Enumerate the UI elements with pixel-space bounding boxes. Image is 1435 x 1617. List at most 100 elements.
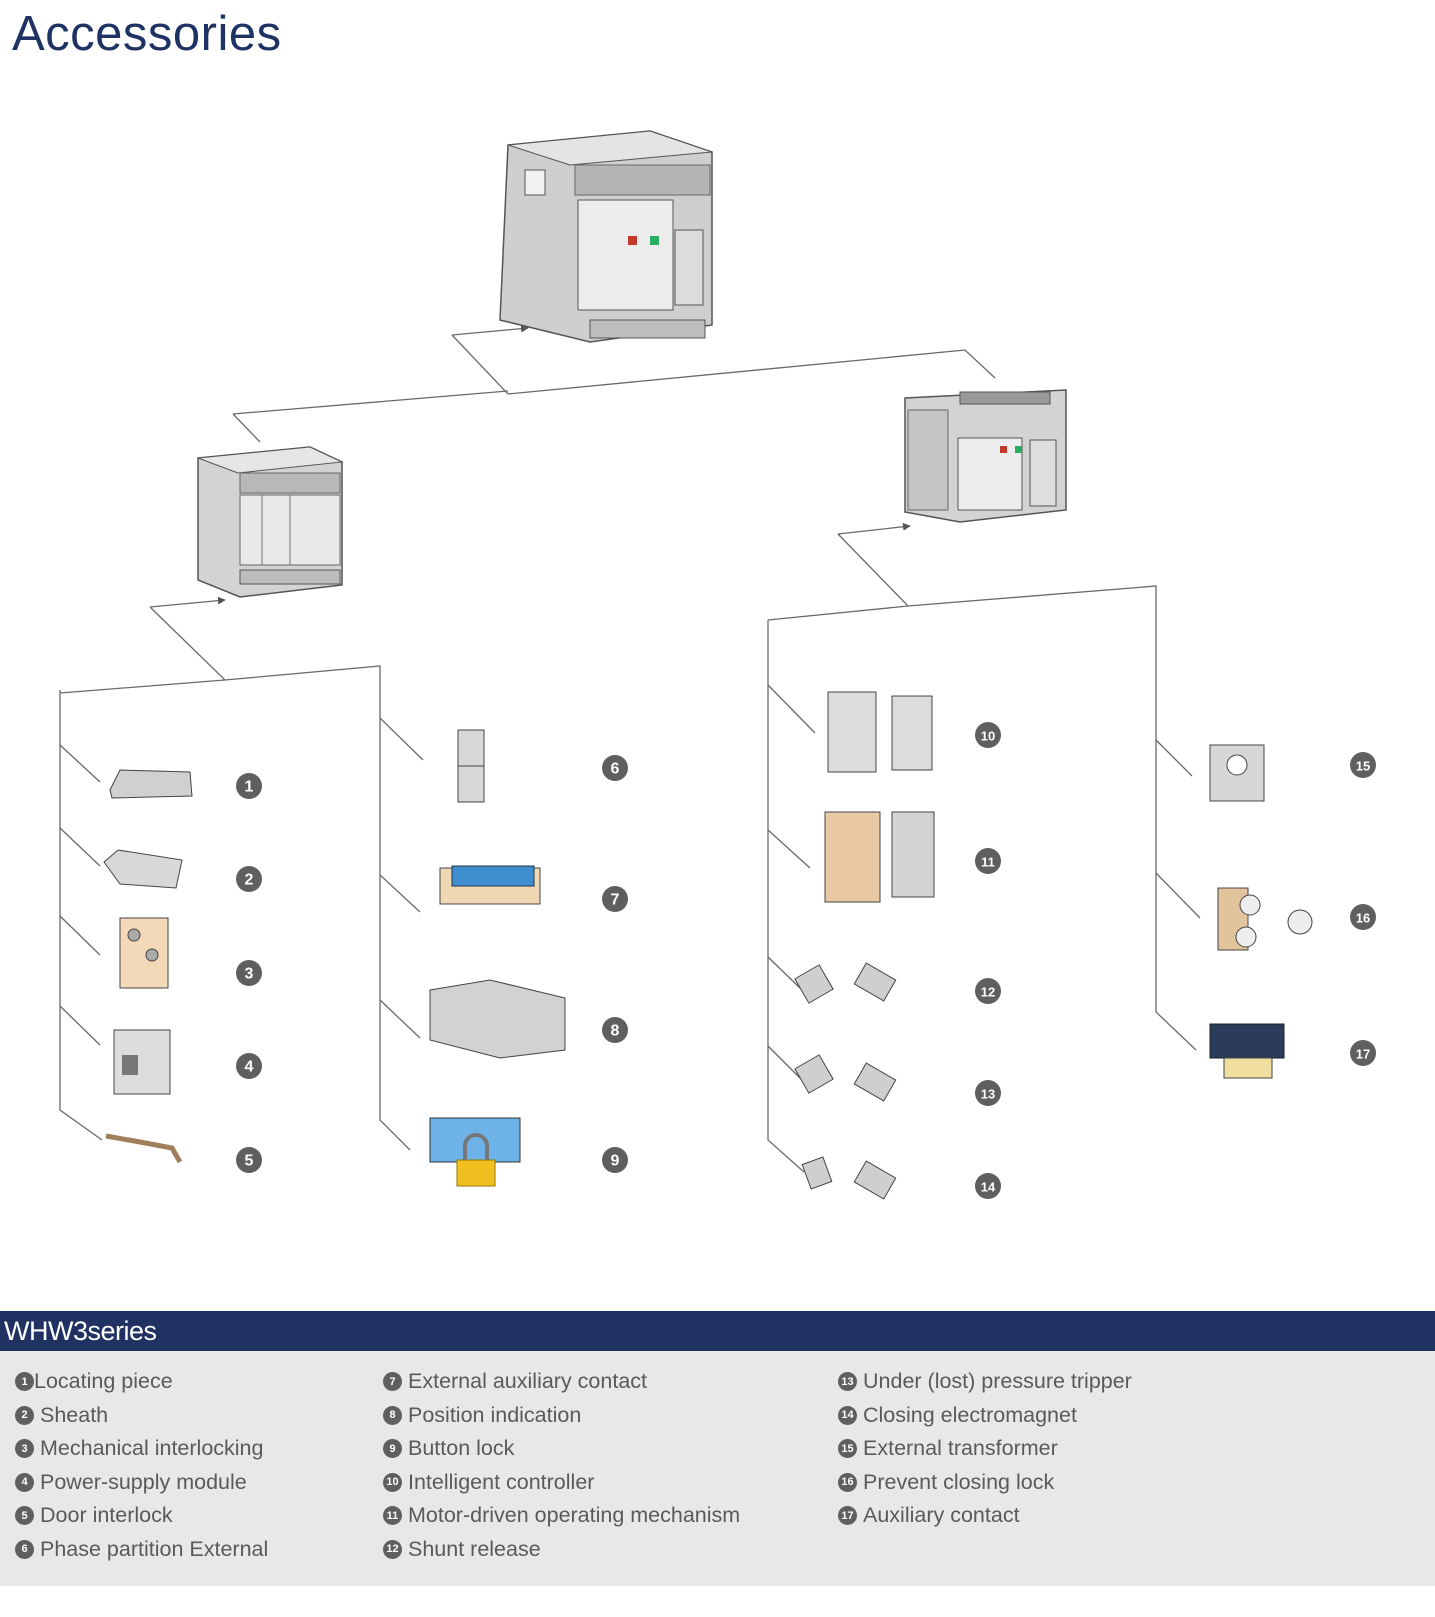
accessory-locating-piece-icon bbox=[109, 769, 193, 799]
legend-item: 4 Power-supply module bbox=[15, 1466, 268, 1500]
connector-lines bbox=[59, 324, 1201, 1173]
legend-number-badge: 6 bbox=[15, 1539, 34, 1559]
badge-number-6: 6 bbox=[611, 761, 620, 778]
badge-circle-2 bbox=[236, 866, 262, 892]
badge-circle-14 bbox=[975, 1173, 1001, 1199]
accessory-prevent-closing-lock-icon bbox=[1217, 887, 1313, 951]
accessory-mechanical-interlocking-icon bbox=[119, 917, 169, 989]
badge-number-1: 1 bbox=[245, 779, 254, 796]
legend-label: Auxiliary contact bbox=[863, 1503, 1020, 1528]
legend-item: 17 Auxiliary contact bbox=[838, 1499, 1132, 1533]
accessory-phase-partition-icon bbox=[457, 729, 485, 803]
legend-label: Mechanical interlocking bbox=[40, 1436, 264, 1461]
legend-item: 5 Door interlock bbox=[15, 1499, 268, 1533]
accessory-position-indication-icon bbox=[429, 979, 566, 1059]
legend-number-badge: 4 bbox=[15, 1472, 34, 1492]
accessory-external-transformer-icon bbox=[1209, 744, 1265, 802]
badge-circle-5 bbox=[236, 1147, 262, 1173]
legend-item: 9 Button lock bbox=[383, 1432, 740, 1466]
accessory-external-auxiliary-contact-icon bbox=[439, 865, 541, 905]
badge-number-14: 14 bbox=[981, 1180, 996, 1195]
accessory-intelligent-controller-icon bbox=[827, 691, 933, 773]
legend-label: Phase partition External bbox=[40, 1536, 269, 1561]
legend-label: Door interlock bbox=[40, 1503, 173, 1528]
badge-circle-1 bbox=[236, 773, 262, 799]
badge-number-10: 10 bbox=[981, 729, 995, 744]
legend-label: Button lock bbox=[408, 1436, 515, 1461]
badge-number-2: 2 bbox=[245, 872, 254, 889]
accessory-closing-electromagnet-icon bbox=[801, 1156, 897, 1200]
legend-label: Motor-driven operating mechanism bbox=[408, 1503, 741, 1528]
legend-label: Shunt release bbox=[408, 1536, 541, 1561]
badge-circle-16 bbox=[1350, 904, 1376, 930]
accessory-undervoltage-tripper-icon bbox=[794, 1054, 897, 1102]
badge-number-11: 11 bbox=[981, 855, 995, 870]
legend-label: Closing electromagnet bbox=[863, 1402, 1077, 1427]
legend-number-badge: 8 bbox=[383, 1405, 402, 1425]
legend-item: 10 Intelligent controller bbox=[383, 1466, 740, 1500]
series-banner-text: WHW3series bbox=[4, 1316, 157, 1346]
legend-number-badge: 17 bbox=[838, 1506, 857, 1526]
legend-label: Prevent closing lock bbox=[863, 1469, 1055, 1494]
legend-number-badge: 13 bbox=[838, 1372, 857, 1392]
badge-number-4: 4 bbox=[245, 1059, 254, 1076]
main-breaker-illustration bbox=[499, 130, 713, 343]
badge-number-7: 7 bbox=[611, 892, 620, 909]
legend-number-badge: 3 bbox=[15, 1439, 34, 1459]
legend-label: Intelligent controller bbox=[408, 1469, 595, 1494]
badge-circle-7 bbox=[602, 886, 628, 912]
badge-circle-8 bbox=[602, 1017, 628, 1043]
drawer-base-illustration bbox=[197, 446, 344, 598]
legend-number-badge: 5 bbox=[15, 1506, 34, 1526]
badge-circle-4 bbox=[236, 1053, 262, 1079]
accessory-door-interlock-icon bbox=[105, 1133, 183, 1164]
legend-number-badge: 2 bbox=[15, 1405, 34, 1425]
badge-number-9: 9 bbox=[611, 1153, 620, 1170]
badge-number-3: 3 bbox=[245, 966, 254, 983]
badge-circle-13 bbox=[975, 1080, 1001, 1106]
accessory-power-supply-module-icon bbox=[113, 1029, 171, 1095]
legend-item: 3 Mechanical interlocking bbox=[15, 1432, 268, 1466]
badge-number-5: 5 bbox=[245, 1153, 254, 1170]
legend-item: 15 External transformer bbox=[838, 1432, 1132, 1466]
badge-circle-3 bbox=[236, 960, 262, 986]
legend-item: 6 Phase partition External bbox=[15, 1533, 268, 1567]
legend-number-badge: 15 bbox=[838, 1439, 857, 1459]
legend-number-badge: 7 bbox=[383, 1372, 402, 1392]
badge-number-12: 12 bbox=[981, 985, 995, 1000]
accessory-sheath-icon bbox=[103, 849, 183, 889]
page-title: Accessories bbox=[12, 7, 282, 61]
breaker-body-illustration bbox=[904, 389, 1067, 523]
badge-circle-10 bbox=[975, 722, 1001, 748]
badge-number-16: 16 bbox=[1356, 911, 1370, 926]
legend-number-badge: 9 bbox=[383, 1439, 402, 1459]
legend-label: Power-supply module bbox=[40, 1469, 247, 1494]
legend-number-badge: 10 bbox=[383, 1472, 402, 1492]
legend-number-badge: 1 bbox=[15, 1372, 34, 1392]
badge-number-15: 15 bbox=[1356, 759, 1370, 774]
series-banner: WHW3series bbox=[0, 1311, 1435, 1351]
badge-number-8: 8 bbox=[611, 1023, 620, 1040]
badge-circle-12 bbox=[975, 978, 1001, 1004]
badge-circle-9 bbox=[602, 1147, 628, 1173]
accessory-button-lock-icon bbox=[429, 1117, 521, 1187]
badge-circle-15 bbox=[1350, 752, 1376, 778]
accessory-shunt-release-icon bbox=[794, 962, 897, 1004]
accessory-motor-operating-mechanism-icon bbox=[824, 811, 935, 903]
legend-label: External transformer bbox=[863, 1436, 1058, 1461]
accessory-auxiliary-contact-icon bbox=[1209, 1023, 1285, 1079]
badge-circle-17 bbox=[1350, 1040, 1376, 1066]
